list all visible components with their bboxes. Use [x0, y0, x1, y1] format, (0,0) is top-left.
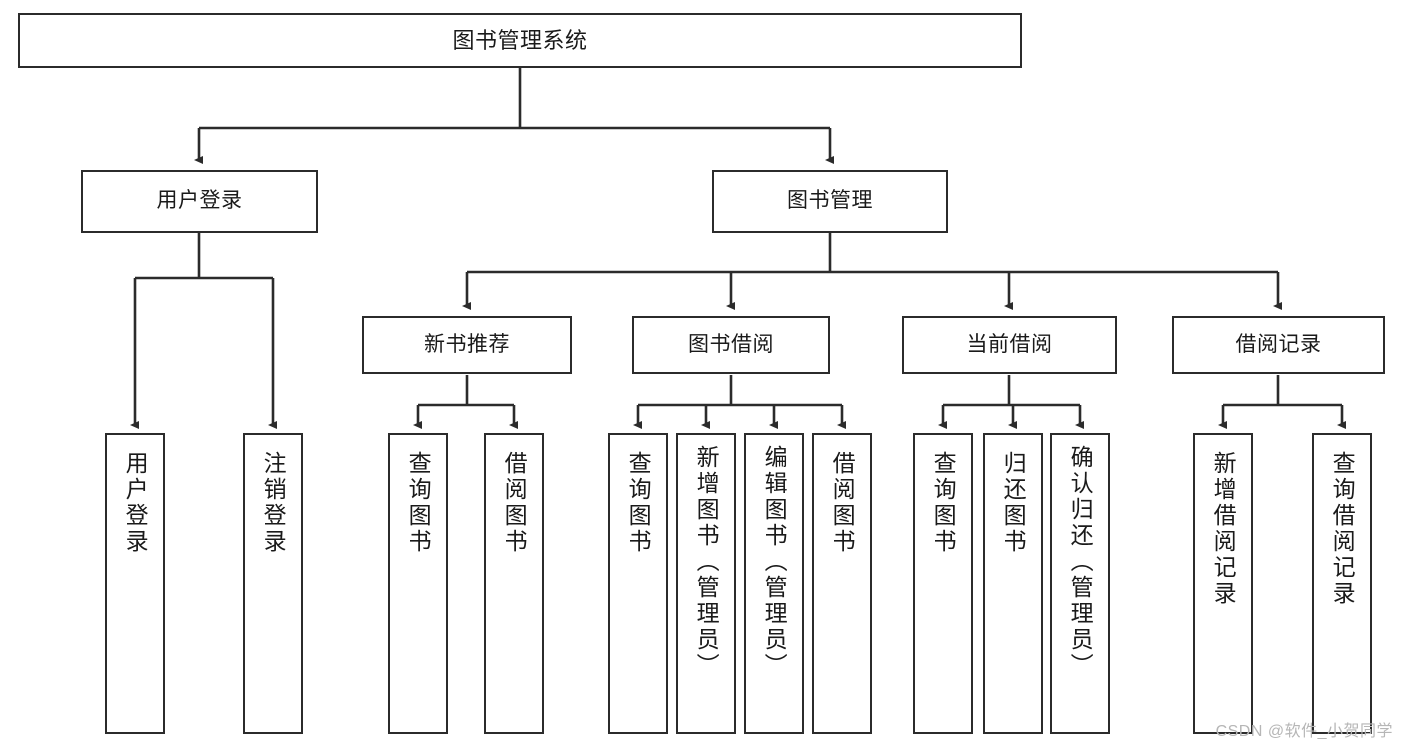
node-label: 图书借阅	[688, 332, 774, 356]
node-label: 注销登录	[260, 451, 287, 555]
csdn-watermark: CSDN @软件_小贺同学	[1215, 723, 1393, 740]
node-label: 借阅记录	[1235, 332, 1322, 356]
node-root-book-management-system[interactable]: 图书管理系统	[18, 13, 1022, 68]
node-label: 归还图书	[1000, 451, 1027, 555]
node-borrow-record[interactable]: 借阅记录	[1172, 316, 1385, 374]
node-leaf-borrow-book-recommend[interactable]: 借阅图书	[484, 433, 544, 734]
node-leaf-user-logout[interactable]: 注销登录	[243, 433, 303, 734]
node-leaf-add-book[interactable]: 新增图书（管理员）	[676, 433, 736, 734]
node-label: 借阅图书	[829, 451, 856, 555]
node-leaf-query-borrow-record[interactable]: 查询借阅记录	[1312, 433, 1372, 734]
node-label: 确认归还（管理员）	[1067, 445, 1094, 679]
node-label: 借阅图书	[501, 451, 528, 555]
node-label: 新增借阅记录	[1210, 451, 1237, 607]
node-label: 查询图书	[405, 451, 432, 555]
node-leaf-add-borrow-record[interactable]: 新增借阅记录	[1193, 433, 1253, 734]
node-leaf-query-book-current[interactable]: 查询图书	[913, 433, 973, 734]
node-leaf-query-book-recommend[interactable]: 查询图书	[388, 433, 448, 734]
node-label: 用户登录	[156, 189, 243, 213]
node-leaf-user-login[interactable]: 用户登录	[105, 433, 165, 734]
node-book-management[interactable]: 图书管理	[712, 170, 948, 233]
node-new-book-recommend[interactable]: 新书推荐	[362, 316, 572, 374]
node-label: 当前借阅	[966, 332, 1053, 356]
node-label: 查询图书	[930, 451, 957, 555]
node-user-login[interactable]: 用户登录	[81, 170, 318, 233]
node-label: 新增图书（管理员）	[693, 445, 720, 679]
node-label: 图书管理	[787, 189, 873, 213]
node-leaf-confirm-return[interactable]: 确认归还（管理员）	[1050, 433, 1110, 734]
node-leaf-query-book-borrow[interactable]: 查询图书	[608, 433, 668, 734]
node-label: 用户登录	[122, 451, 149, 555]
node-leaf-return-book[interactable]: 归还图书	[983, 433, 1043, 734]
node-label: 新书推荐	[424, 332, 510, 356]
node-current-borrow[interactable]: 当前借阅	[902, 316, 1117, 374]
node-book-borrow[interactable]: 图书借阅	[632, 316, 830, 374]
node-leaf-borrow-book[interactable]: 借阅图书	[812, 433, 872, 734]
node-label: 查询图书	[625, 451, 652, 555]
node-leaf-edit-book[interactable]: 编辑图书（管理员）	[744, 433, 804, 734]
node-label: 查询借阅记录	[1329, 451, 1356, 607]
node-label: 编辑图书（管理员）	[761, 445, 788, 679]
node-label: 图书管理系统	[452, 27, 588, 53]
